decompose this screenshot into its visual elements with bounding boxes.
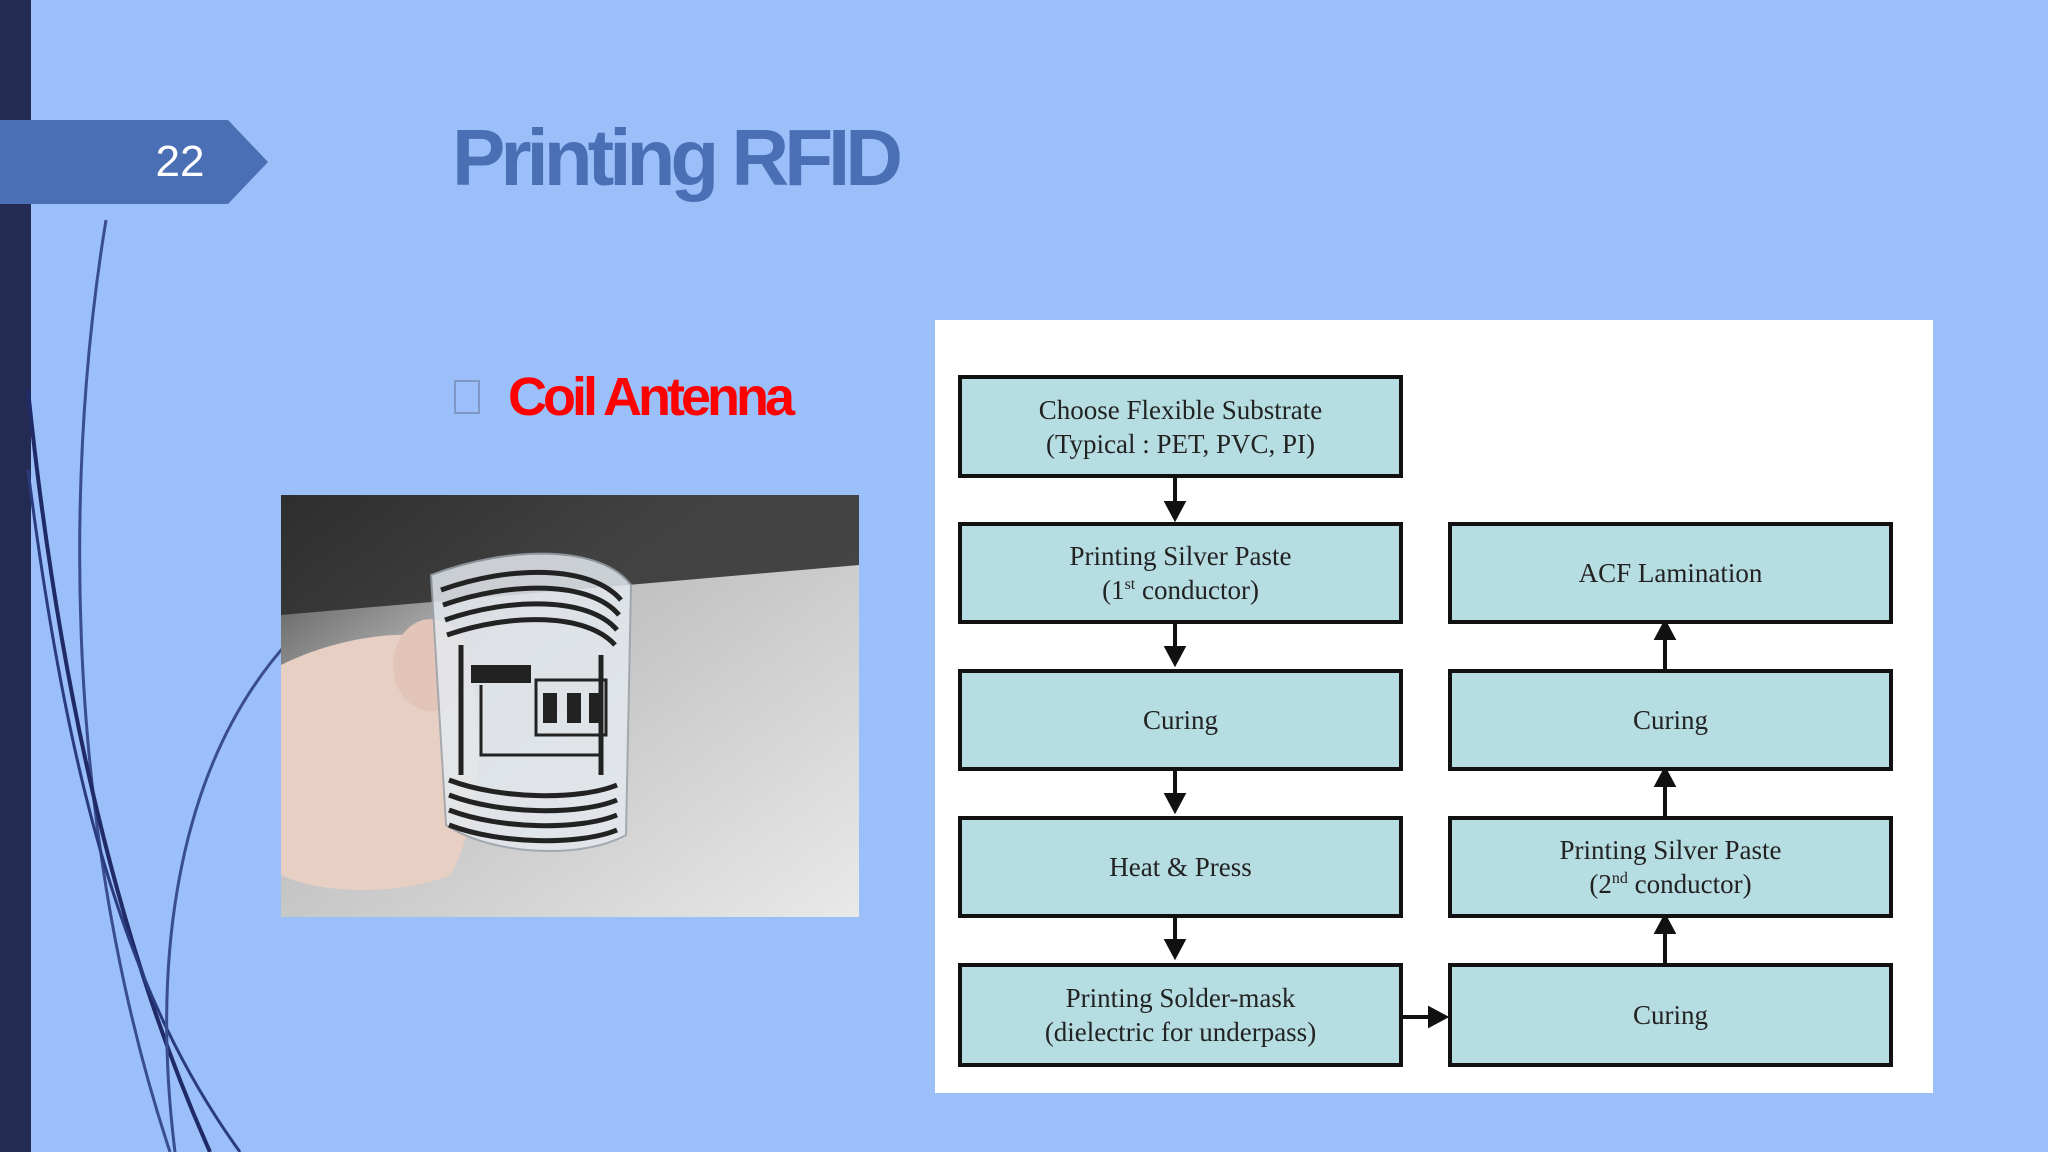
step-curing-1: Curing xyxy=(958,669,1403,771)
step-label: Printing Silver Paste xyxy=(1559,835,1782,865)
step-print-silver-2: Printing Silver Paste (2nd conductor) xyxy=(1448,816,1893,918)
step-print-silver-1: Printing Silver Paste (1st conductor) xyxy=(958,522,1403,624)
step-sublabel: (1st conductor) xyxy=(1102,575,1259,605)
decorative-swoosh-lines xyxy=(26,219,292,1152)
step-print-soldermask: Printing Solder-mask (dielectric for und… xyxy=(958,963,1403,1067)
step-label: Curing xyxy=(1632,1000,1708,1030)
step-label: Choose Flexible Substrate xyxy=(1038,394,1323,425)
slide-number-tag xyxy=(0,120,268,204)
step-curing-2: Curing xyxy=(1448,963,1893,1067)
slide-number: 22 xyxy=(155,137,205,186)
step-label: Printing Solder-mask xyxy=(1065,983,1296,1013)
fabrication-flowchart: Choose Flexible Substrate (Typical : PET… xyxy=(935,320,1933,1093)
step-choose-substrate: Choose Flexible Substrate (Typical : PET… xyxy=(958,375,1403,478)
slide-title: Printing RFID xyxy=(452,113,903,202)
step-label: ACF Lamination xyxy=(1578,558,1763,588)
bullet-text: Coil Antenna xyxy=(508,367,795,427)
step-heat-press: Heat & Press xyxy=(958,816,1403,918)
step-sublabel: (dielectric for underpass) xyxy=(1044,1017,1317,1047)
step-label: Heat & Press xyxy=(1109,852,1252,882)
step-sublabel: (2nd conductor) xyxy=(1589,869,1752,899)
step-sublabel: (Typical : PET, PVC, PI) xyxy=(1045,428,1316,459)
step-curing-3: Curing xyxy=(1448,669,1893,771)
bullet-marker xyxy=(454,380,480,414)
step-label: Curing xyxy=(1142,705,1218,735)
flowchart-arrows xyxy=(1163,477,1677,1029)
step-label: Printing Silver Paste xyxy=(1069,541,1292,571)
rfid-antenna-photo xyxy=(281,495,859,917)
step-label: Curing xyxy=(1632,705,1708,735)
step-acf-lamination: ACF Lamination xyxy=(1448,522,1893,624)
